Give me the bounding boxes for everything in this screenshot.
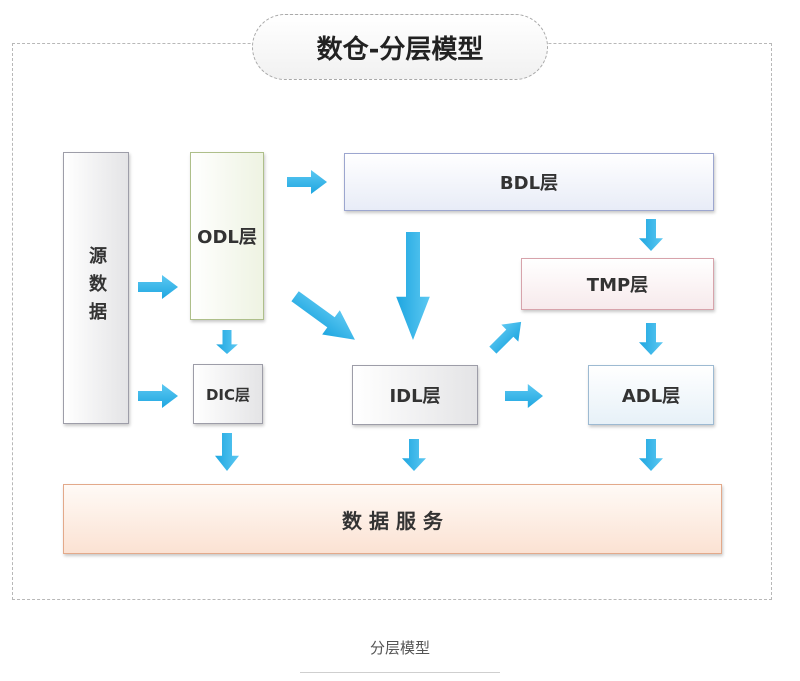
odl-layer-box: ODL层 <box>190 152 264 320</box>
dic-layer-box: DIC层 <box>193 364 263 424</box>
arrow-idl-to-adl <box>505 384 543 408</box>
adl-layer-box: ADL层 <box>588 365 714 425</box>
source-data-box: 源数据 <box>63 152 129 424</box>
tmp-layer-box: TMP层 <box>521 258 714 310</box>
arrow-tmp-to-adl <box>639 323 663 355</box>
arrow-bdl-to-idl <box>396 232 430 340</box>
diagram-title: 数仓-分层模型 <box>252 14 548 80</box>
arrow-dic-to-service <box>215 433 239 471</box>
arrow-idl-to-tmp <box>484 313 530 359</box>
bdl-layer-box: BDL层 <box>344 153 714 211</box>
arrow-odl-to-idl <box>286 284 364 352</box>
arrow-source-to-odl <box>138 275 178 299</box>
idl-layer-box: IDL层 <box>352 365 478 425</box>
arrow-adl-to-service <box>639 439 663 471</box>
caption-underline <box>300 672 500 673</box>
arrow-source-to-dic <box>138 384 178 408</box>
arrow-odl-to-dic <box>216 330 238 354</box>
arrow-idl-to-service <box>402 439 426 471</box>
arrow-odl-to-bdl <box>287 170 327 194</box>
figure-caption: 分层模型 <box>369 639 430 657</box>
data-service-box: 数 据 服 务 <box>63 484 722 554</box>
arrow-bdl-to-tmp <box>639 219 663 251</box>
